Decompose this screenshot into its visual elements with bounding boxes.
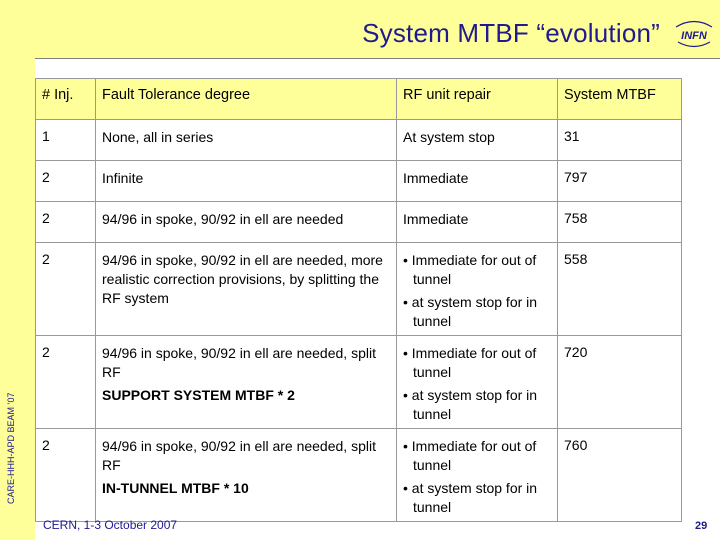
fault-text: 94/96 in spoke, 90/92 in ell are needed,… <box>102 345 376 380</box>
cell-fault-tolerance: 94/96 in spoke, 90/92 in ell are needed,… <box>95 335 397 429</box>
cell-system-mtbf: 558 <box>557 242 682 336</box>
cell-rf-repair: • Immediate for out of tunnel • at system… <box>396 428 558 522</box>
cell-inj: 2 <box>35 201 96 243</box>
cell-inj: 2 <box>35 160 96 202</box>
side-label: CARE-HHH-APD BEAM ’07 <box>6 392 16 504</box>
fault-text: None, all in series <box>102 129 214 145</box>
header-fault-tolerance: Fault Tolerance degree <box>95 78 397 120</box>
fault-subnote: IN-TUNNEL MTBF * 10 <box>102 480 249 496</box>
title-rule <box>35 58 720 59</box>
fault-text: 94/96 in spoke, 90/92 in ell are needed,… <box>102 252 383 306</box>
fault-text: Infinite <box>102 170 144 186</box>
top-band <box>0 0 720 58</box>
cell-inj: 2 <box>35 335 96 429</box>
table-row: 2 Infinite Immediate 797 <box>35 160 682 202</box>
header-row: # Inj. Fault Tolerance degree RF unit re… <box>35 78 682 120</box>
repair-list: • Immediate for out of tunnel • at system… <box>403 251 551 331</box>
mtbf-table: # Inj. Fault Tolerance degree RF unit re… <box>35 78 682 522</box>
fault-text: 94/96 in spoke, 90/92 in ell are needed,… <box>102 438 376 473</box>
cell-system-mtbf: 797 <box>557 160 682 202</box>
repair-list: Immediate <box>403 210 551 229</box>
cell-fault-tolerance: 94/96 in spoke, 90/92 in ell are needed,… <box>95 428 397 522</box>
fault-subnote: SUPPORT SYSTEM MTBF * 2 <box>102 387 295 403</box>
repair-item: • at system stop for in tunnel <box>403 480 538 515</box>
infn-logo: INFN <box>675 20 713 48</box>
page-number: 29 <box>695 520 708 532</box>
table-row: 2 94/96 in spoke, 90/92 in ell are needed… <box>35 201 682 243</box>
header-rf-repair: RF unit repair <box>396 78 558 120</box>
cell-fault-tolerance: None, all in series <box>95 119 397 161</box>
repair-list: Immediate <box>403 169 551 188</box>
repair-item: • Immediate for out of tunnel <box>403 438 537 473</box>
header-inj: # Inj. <box>35 78 96 120</box>
repair-item: At system stop <box>403 129 495 145</box>
logo-text: INFN <box>681 30 708 42</box>
repair-list: At system stop <box>403 128 551 147</box>
table-body: 1 None, all in series At system stop 31 2 Inf… <box>35 119 682 522</box>
cell-fault-tolerance: 94/96 in spoke, 90/92 in ell are needed,… <box>95 242 397 336</box>
repair-item: • Immediate for out of tunnel <box>403 345 537 380</box>
repair-list: • Immediate for out of tunnel • at system… <box>403 344 551 424</box>
cell-inj: 2 <box>35 428 96 522</box>
header-system-mtbf: System MTBF <box>557 78 682 120</box>
cell-fault-tolerance: 94/96 in spoke, 90/92 in ell are needed <box>95 201 397 243</box>
repair-list: • Immediate for out of tunnel • at system… <box>403 437 551 517</box>
repair-item: Immediate <box>403 170 469 186</box>
table-row: 1 None, all in series At system stop 31 <box>35 119 682 161</box>
left-band <box>0 0 35 540</box>
cell-system-mtbf: 31 <box>557 119 682 161</box>
cell-rf-repair: Immediate <box>396 160 558 202</box>
cell-system-mtbf: 760 <box>557 428 682 522</box>
cell-rf-repair: Immediate <box>396 201 558 243</box>
cell-system-mtbf: 720 <box>557 335 682 429</box>
cell-rf-repair: • Immediate for out of tunnel • at system… <box>396 242 558 336</box>
cell-inj: 2 <box>35 242 96 336</box>
footer-text: CERN, 1-3 October 2007 <box>43 518 178 532</box>
slide-title: System MTBF “evolution” <box>362 18 660 48</box>
repair-item: Immediate <box>403 211 469 227</box>
repair-item: • at system stop for in tunnel <box>403 387 538 422</box>
fault-text: 94/96 in spoke, 90/92 in ell are needed <box>102 211 344 227</box>
cell-inj: 1 <box>35 119 96 161</box>
repair-item: • at system stop for in tunnel <box>403 294 538 329</box>
cell-system-mtbf: 758 <box>557 201 682 243</box>
repair-item: • Immediate for out of tunnel <box>403 252 537 287</box>
cell-rf-repair: • Immediate for out of tunnel • at system… <box>396 335 558 429</box>
cell-fault-tolerance: Infinite <box>95 160 397 202</box>
cell-rf-repair: At system stop <box>396 119 558 161</box>
